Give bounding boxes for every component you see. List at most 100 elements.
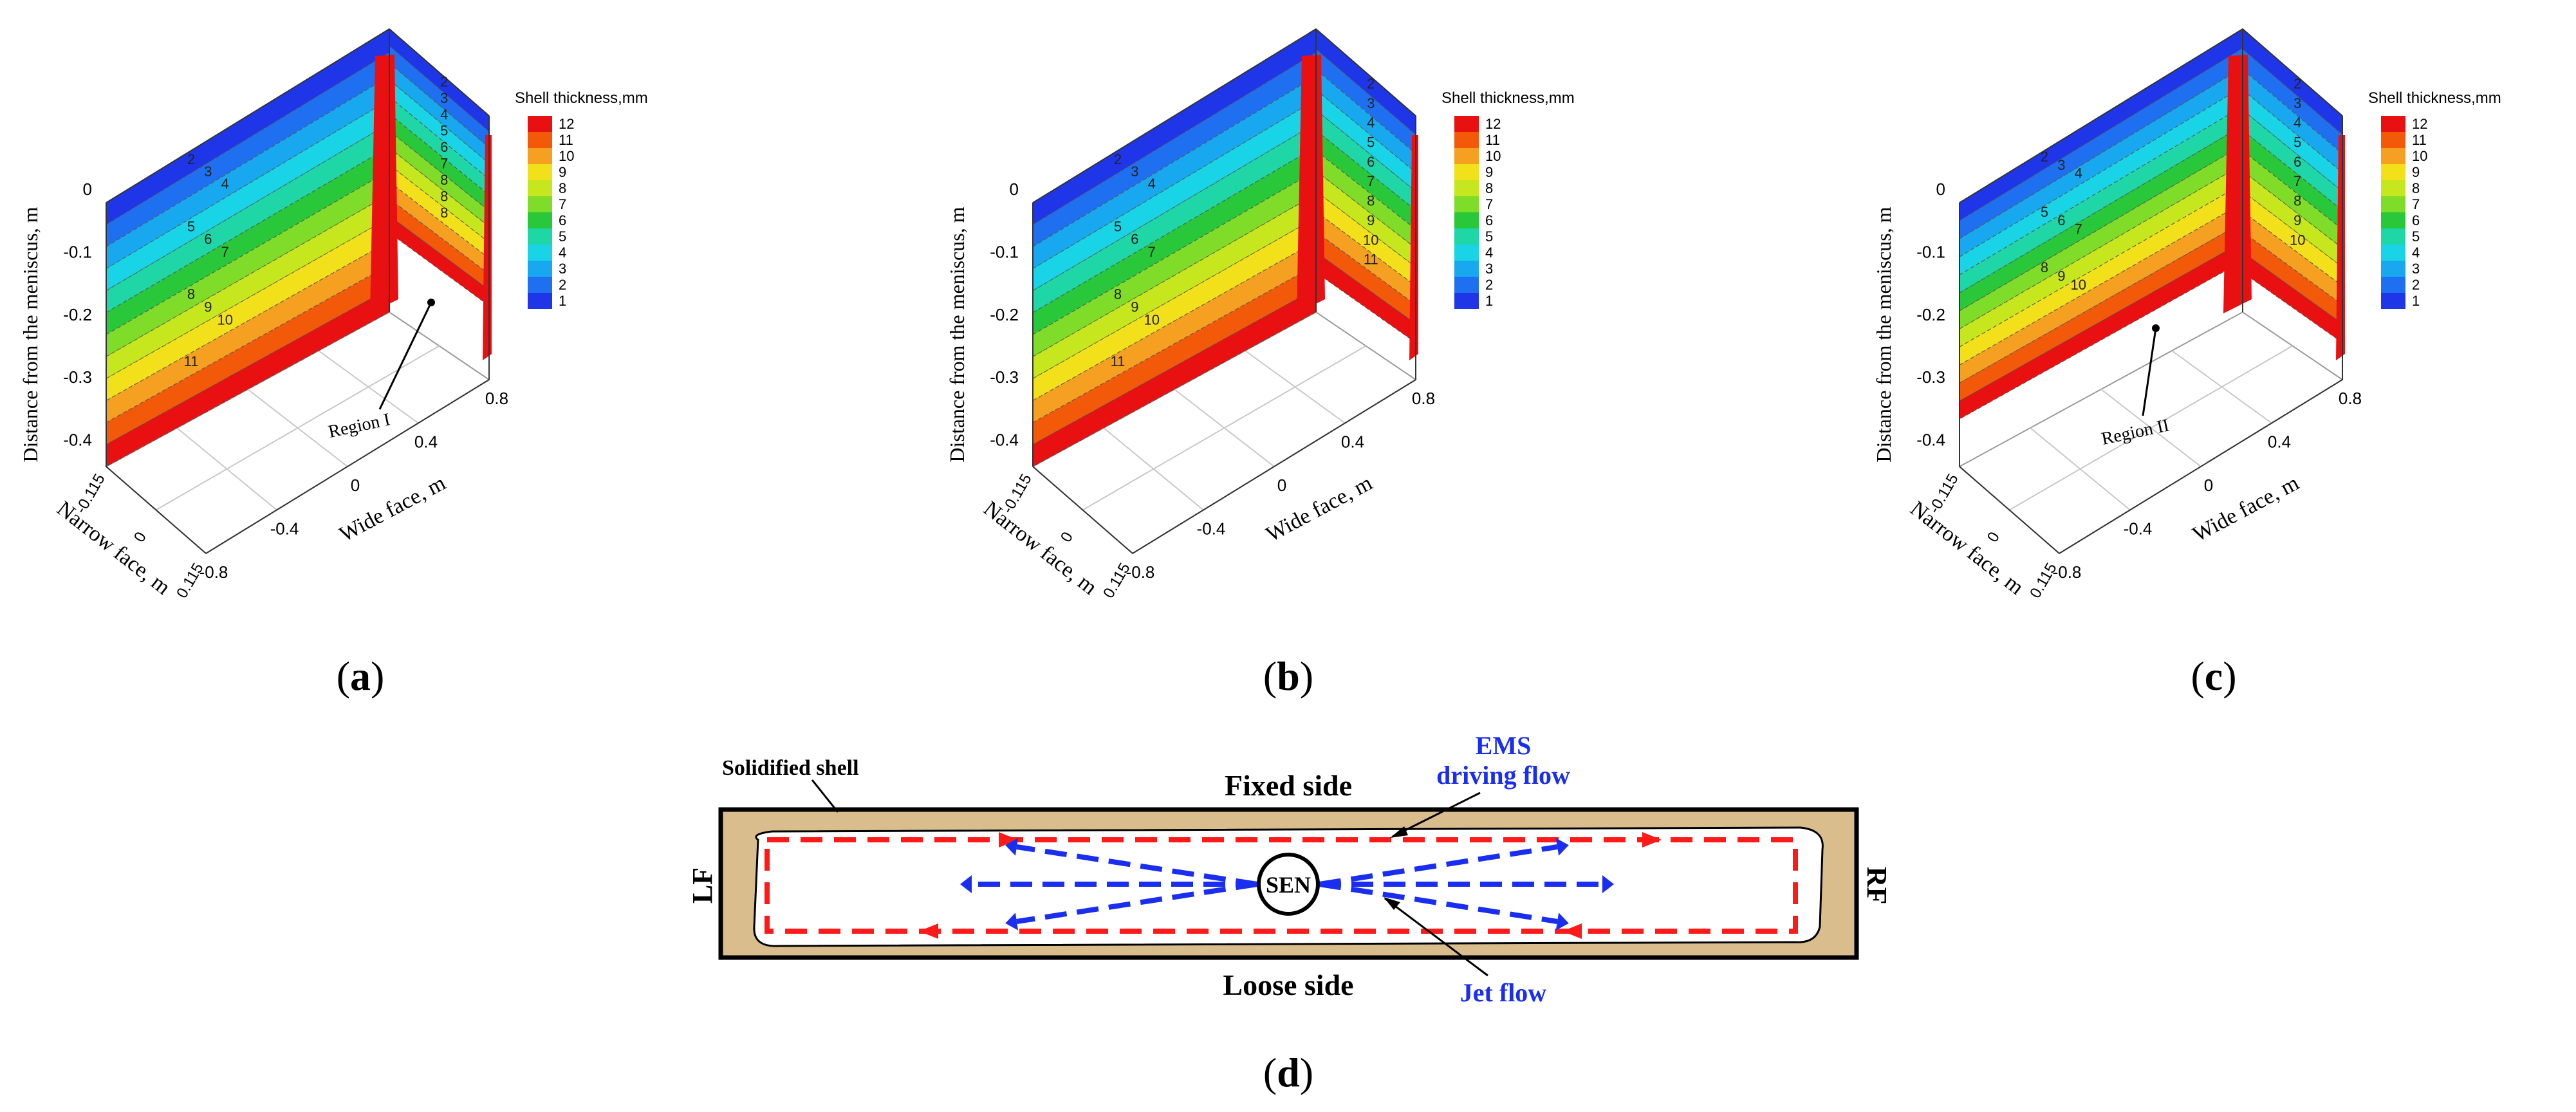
z-axis-label: Distance from the meniscus, m [945,207,968,462]
wide-tick-label: 0 [2204,476,2213,495]
z-tick-label: -0.4 [1916,431,1945,450]
jet-flow-label: Jet flow [1460,978,1547,1007]
contour-label: 6 [1131,231,1138,247]
contour-label: 9 [1131,299,1138,315]
contour-label: 10 [1144,311,1160,328]
contour-panel-c: 234567891023456789100-0.1-0.2-0.3-0.4Dis… [1872,28,2501,601]
contour-label: 3 [1367,95,1375,111]
contour-label: 2 [1114,151,1122,167]
contour-label: 5 [440,123,448,139]
narrow-axis-label: Narrow face, m [52,497,174,600]
contour-label: 8 [2041,259,2048,275]
colorbar-swatch [528,116,552,132]
contour-label: 8 [440,205,448,221]
contour-band [1959,163,2243,348]
colorbar-level: 10 [2412,148,2427,164]
wide-tick-label: -0.4 [1197,519,1226,539]
axes-frame [1959,28,2343,554]
colorbar-level: 7 [559,196,566,212]
colorbar-level: 7 [2412,196,2420,212]
colorbar-level: 2 [2412,277,2420,293]
jet-leader [1384,897,1488,977]
jet-leader-head [1384,897,1400,910]
contour-label: 5 [187,219,195,235]
contour-label: 8 [2293,193,2301,209]
colorbar-swatch [528,261,552,277]
colorbar-swatch [1454,245,1479,261]
colorbar-swatch [528,228,552,245]
colorbar-level: 9 [2412,164,2420,180]
jet-arrowhead [1005,913,1019,931]
z-tick-label: -0.4 [990,431,1019,450]
contour-label: 2 [1367,75,1375,91]
narrow-tick-label: 0 [1984,529,2003,545]
axes-frame [106,28,490,554]
colorbar-level: 4 [2412,245,2420,261]
region-label: Region I [326,409,392,442]
contour-label: 8 [440,188,448,204]
colorbar-level: 10 [559,148,574,164]
contour-label: 6 [440,139,448,155]
contour-panels: 2345678910112345678880-0.1-0.2-0.3-0.4Di… [19,28,2501,601]
colorbar-level: 11 [559,132,573,148]
contour-band [1032,122,1317,313]
jet-arrowhead [1005,838,1019,856]
corner-thick-shell [2223,55,2252,313]
colorbar-level: 3 [1485,261,1493,277]
solidified-shell-label: Solidified shell [722,756,859,780]
contour-label: 8 [187,286,195,302]
colorbar-level: 10 [1485,148,1501,164]
loose-side-label: Loose side [1223,968,1353,1001]
colorbar-swatch [1454,164,1479,180]
wide-tick-label: -0.4 [2124,519,2153,539]
colorbar-swatch [528,277,552,293]
mold-schematic: SEN Fixed side Loose side LF RF Solidifi… [687,731,1893,1095]
contour-band [106,122,390,313]
colorbar-level: 7 [1485,196,1493,212]
right-face-label: RF [1861,867,1893,905]
colorbar-level: 9 [559,164,566,180]
axes-frame [1032,28,1416,554]
caption-b: (b) [1263,653,1313,699]
colorbar-swatch [2381,228,2405,245]
jet-arrowhead [1602,875,1614,893]
contour-band [389,62,490,164]
contour-label: 10 [2071,277,2086,293]
region-annotation: Region II [2100,324,2171,449]
colorbar-swatch [528,180,552,196]
contour-label: 4 [1367,115,1375,131]
colorbar-swatch [2381,277,2405,293]
contour-label: 8 [1367,193,1375,209]
narrow-tick-label: 0 [131,529,150,545]
contour-label: 7 [1148,244,1156,260]
colorbar-title: Shell thickness,mm [515,89,648,107]
jet-arrowhead [1555,913,1569,931]
colorbar-level: 8 [2412,180,2420,196]
colorbar-swatch [2381,164,2405,180]
contour-label: 11 [184,353,199,369]
narrow-axis-label: Narrow face, m [979,497,1101,600]
z-tick-label: -0.3 [1916,367,1945,387]
wide-tick-label: 0.8 [485,389,508,408]
colorbar-level: 12 [2412,116,2427,132]
shell-leader [811,779,839,813]
colorbar-level: 5 [2412,228,2420,245]
colorbar-level: 8 [1485,180,1493,196]
colorbar-swatch [528,164,552,180]
narrow-face-contours [1315,28,1416,344]
wide-tick-label: 0 [351,476,360,495]
colorbar-swatch [1454,148,1479,164]
z-tick-label: 0 [1010,180,1019,199]
contour-label: 7 [440,156,448,172]
contour-band [389,79,490,180]
colorbar-swatch [2381,261,2405,277]
colorbar-swatch [2381,212,2405,228]
contour-label: 6 [1367,154,1375,170]
